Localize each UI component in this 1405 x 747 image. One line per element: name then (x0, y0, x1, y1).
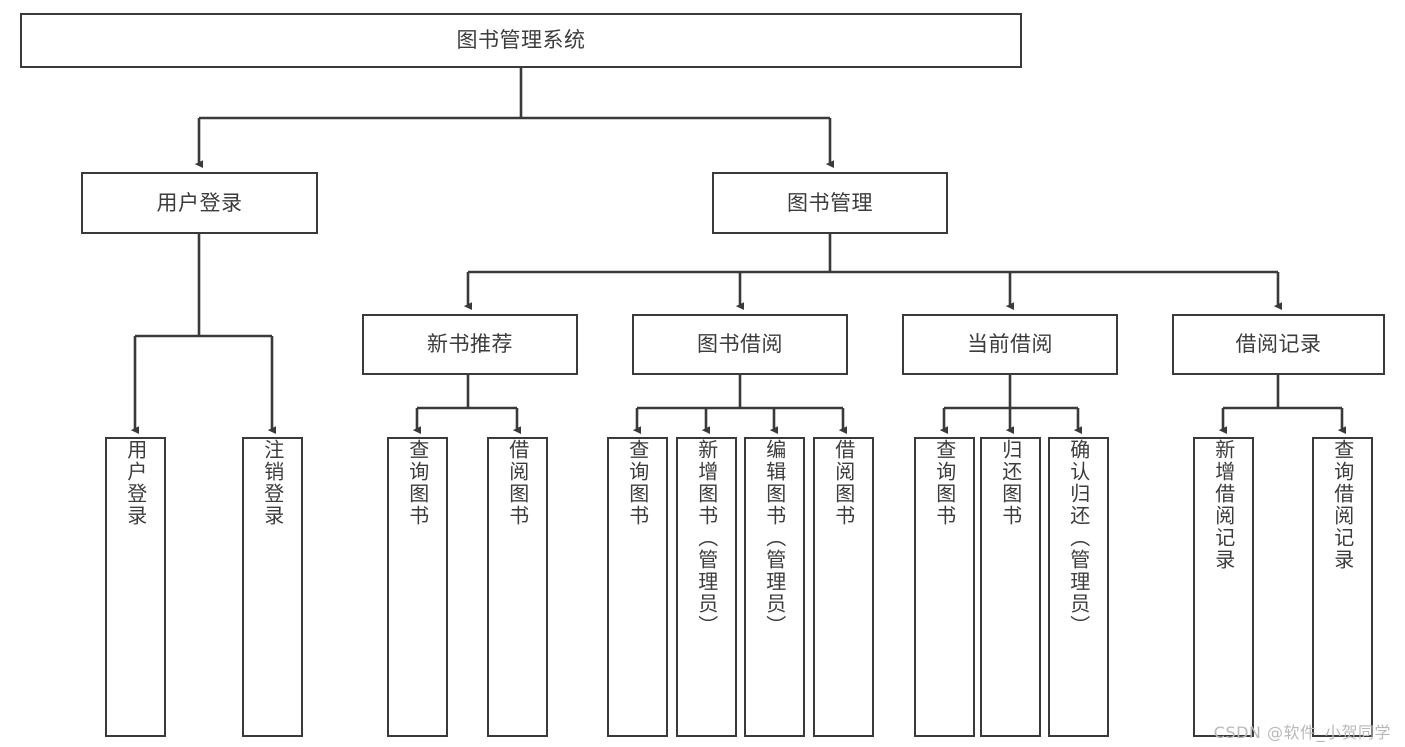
node-leaf-add-book[interactable]: 新增图书（管理员） (676, 437, 737, 737)
node-leaf-query-book-1[interactable]: 查询图书 (387, 437, 448, 737)
node-leaf-return-book[interactable]: 归还图书 (980, 437, 1041, 737)
node-leaf-query-record-label: 查询借阅记录 (1330, 439, 1355, 571)
node-user-login-label: 用户登录 (156, 190, 243, 215)
node-new-book-recommend[interactable]: 新书推荐 (362, 314, 578, 375)
node-leaf-query-record[interactable]: 查询借阅记录 (1312, 437, 1373, 737)
node-new-book-recommend-label: 新书推荐 (427, 332, 513, 357)
node-leaf-query-book-2[interactable]: 查询图书 (607, 437, 668, 737)
node-leaf-borrow-book-2[interactable]: 借阅图书 (813, 437, 874, 737)
node-leaf-query-book-3-label: 查询图书 (932, 439, 957, 527)
node-root-label: 图书管理系统 (456, 28, 586, 53)
node-root[interactable]: 图书管理系统 (20, 13, 1022, 68)
node-leaf-query-book-2-label: 查询图书 (625, 439, 650, 527)
node-leaf-user-login-label: 用户登录 (123, 439, 148, 527)
node-leaf-borrow-book-1-label: 借阅图书 (505, 439, 530, 527)
node-book-manage-label: 图书管理 (787, 190, 873, 215)
node-leaf-borrow-book-1[interactable]: 借阅图书 (487, 437, 548, 737)
node-leaf-confirm-return[interactable]: 确认归还（管理员） (1048, 437, 1109, 737)
node-leaf-query-book-3[interactable]: 查询图书 (914, 437, 975, 737)
node-borrow-record-label: 借阅记录 (1235, 332, 1322, 357)
node-leaf-user-login[interactable]: 用户登录 (105, 437, 166, 737)
node-book-borrow[interactable]: 图书借阅 (632, 314, 848, 375)
node-leaf-return-book-label: 归还图书 (998, 439, 1023, 527)
node-leaf-confirm-return-label: 确认归还（管理员） (1066, 439, 1091, 637)
node-leaf-borrow-book-2-label: 借阅图书 (831, 439, 856, 527)
node-book-manage[interactable]: 图书管理 (712, 172, 948, 234)
node-leaf-query-book-1-label: 查询图书 (405, 439, 430, 527)
node-current-borrow[interactable]: 当前借阅 (902, 314, 1118, 375)
node-leaf-add-record-label: 新增借阅记录 (1211, 439, 1236, 571)
node-leaf-user-logout[interactable]: 注销登录 (242, 437, 303, 737)
node-leaf-add-book-label: 新增图书（管理员） (694, 439, 719, 637)
node-borrow-record[interactable]: 借阅记录 (1172, 314, 1385, 375)
node-book-borrow-label: 图书借阅 (697, 332, 783, 357)
node-user-login[interactable]: 用户登录 (81, 172, 318, 234)
node-current-borrow-label: 当前借阅 (967, 332, 1053, 357)
node-leaf-edit-book[interactable]: 编辑图书（管理员） (744, 437, 805, 737)
node-leaf-add-record[interactable]: 新增借阅记录 (1193, 437, 1254, 737)
csdn-watermark: CSDN @软件_小贺同学 (1213, 723, 1391, 742)
node-leaf-user-logout-label: 注销登录 (260, 439, 285, 527)
node-leaf-edit-book-label: 编辑图书（管理员） (762, 439, 787, 637)
